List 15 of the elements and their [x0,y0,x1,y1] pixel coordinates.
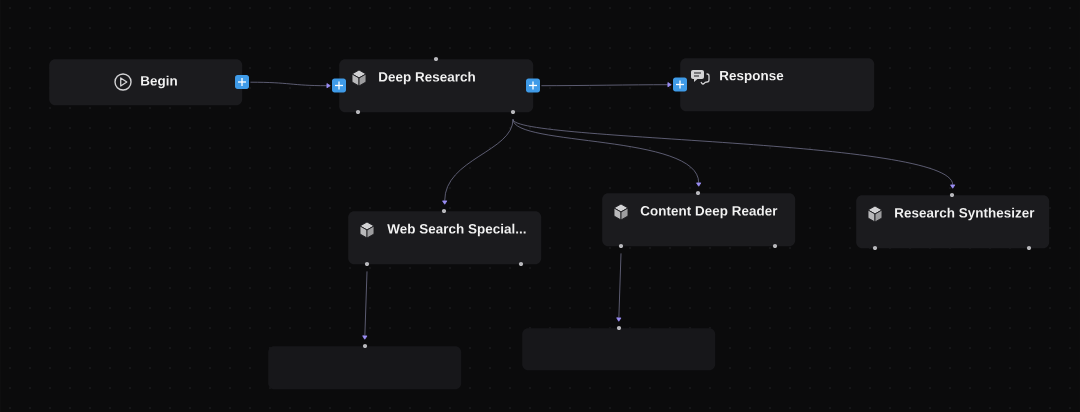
connector-arrow [616,253,622,322]
connector-arrow [512,119,702,187]
node-box: Response [680,58,875,112]
node-box: Deep Research [339,59,534,113]
tool-box [522,328,716,371]
node-box: Research Synthesizer [856,195,1050,249]
connector-arrow [250,81,331,89]
connector-arrow [442,119,514,205]
node-box: Begin [49,59,243,106]
tool-box [268,346,462,390]
node-box: Content Deep Reader [602,193,796,247]
connector-arrow [362,271,368,340]
node-box: Web Search Special... [348,211,542,265]
connector-arrow [541,82,672,88]
connector-arrow [512,119,956,189]
